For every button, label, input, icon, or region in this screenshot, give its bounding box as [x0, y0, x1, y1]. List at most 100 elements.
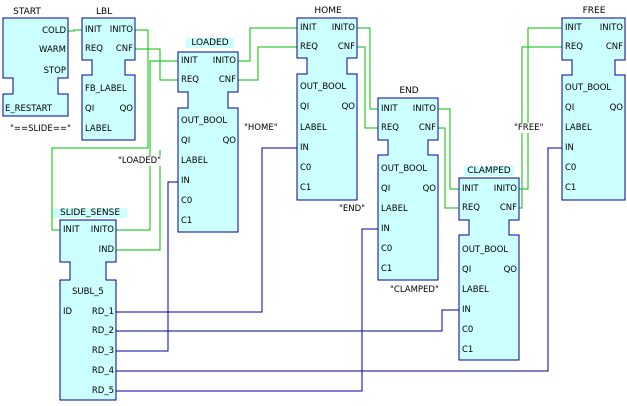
end-output-cnf[interactable]: CNF [418, 123, 436, 133]
clamped-type: OUT_BOOL [462, 245, 509, 255]
free-type: OUT_BOOL [565, 83, 612, 93]
clamped-input-req[interactable]: REQ [462, 203, 480, 213]
end-type: OUT_BOOL [381, 164, 428, 174]
home-title: HOME [314, 6, 342, 16]
clamped-input-label[interactable]: LABEL [462, 285, 489, 295]
wire-slide-inito-loaded-init [116, 60, 178, 231]
loaded-output-qo[interactable]: QO [222, 136, 236, 146]
free-input-qi[interactable]: QI [565, 103, 575, 113]
slide-sense-output-rd5[interactable]: RD_5 [91, 386, 114, 396]
lbl-block-body [81, 17, 136, 141]
slide-sense-title: SLIDE_SENSE [53, 208, 127, 218]
start-output-cold[interactable]: COLD [42, 26, 66, 36]
slide-sense-input-init[interactable]: INIT [63, 225, 80, 235]
home-input-init[interactable]: INIT [300, 23, 317, 33]
clamped-output-inito[interactable]: INITO [493, 184, 517, 194]
lbl-output-cnf[interactable]: CNF [115, 44, 133, 54]
end-input-c0[interactable]: C0 [381, 244, 393, 254]
lbl-output-qo[interactable]: QO [119, 104, 133, 114]
lbl-input-label[interactable]: LABEL [85, 124, 112, 134]
free-input-req[interactable]: REQ [565, 42, 583, 52]
lbl-input-qi[interactable]: QI [85, 104, 95, 114]
home-input-label[interactable]: LABEL [300, 123, 327, 133]
slide-sense-output-ind[interactable]: IND [98, 245, 114, 255]
home-block-body [296, 17, 358, 201]
slide-sense-input-id[interactable]: ID [63, 307, 73, 317]
wire-loaded-cnf-home-req [238, 46, 297, 81]
slide-sense-type: SUBL_5 [72, 287, 104, 297]
start-output-warm[interactable]: WARM [39, 45, 66, 55]
clamped-label-param: "CLAMPED" [390, 285, 439, 295]
home-output-qo[interactable]: QO [341, 102, 355, 112]
loaded-output-cnf[interactable]: CNF [218, 75, 236, 85]
free-output-qo[interactable]: QO [609, 103, 623, 113]
loaded-label-param: "LOADED" [118, 156, 162, 166]
end-output-qo[interactable]: QO [422, 184, 436, 194]
slide-sense-output-rd1[interactable]: RD_1 [91, 307, 114, 317]
slide-sense-output-rd3[interactable]: RD_3 [91, 346, 114, 356]
wire-lbl-cnf-loaded-req [135, 48, 178, 81]
loaded-input-req[interactable]: REQ [181, 75, 199, 85]
free-label-param: "FREE" [514, 123, 544, 133]
slide-sense-block-body [59, 219, 117, 401]
wire-home-cnf-end-req [357, 46, 378, 129]
free-input-c0[interactable]: C0 [565, 163, 577, 173]
lbl-output-inito[interactable]: INITO [109, 25, 133, 35]
clamped-input-qi[interactable]: QI [462, 265, 472, 275]
loaded-input-c0[interactable]: C0 [181, 196, 193, 206]
home-input-req[interactable]: REQ [300, 42, 318, 52]
wire-clamped-inito-free-init [519, 27, 562, 190]
slide-sense-output-rd4[interactable]: RD_4 [91, 366, 114, 376]
loaded-block-body [177, 51, 239, 233]
loaded-input-in[interactable]: IN [181, 176, 190, 186]
loaded-input-label[interactable]: LABEL [181, 156, 208, 166]
wire-rd4-free-in [116, 147, 562, 372]
end-output-inito[interactable]: INITO [412, 104, 436, 114]
wire-loaded-inito-home-init [238, 27, 297, 62]
wire-slide-ind-loaded-req [116, 150, 161, 251]
end-input-in[interactable]: IN [381, 224, 390, 234]
free-input-init[interactable]: INIT [565, 23, 582, 33]
lbl-input-init[interactable]: INIT [85, 25, 102, 35]
clamped-output-qo[interactable]: QO [503, 265, 517, 275]
end-input-label[interactable]: LABEL [381, 204, 408, 214]
clamped-input-in[interactable]: IN [462, 305, 471, 315]
free-output-cnf[interactable]: CNF [605, 42, 623, 52]
home-output-cnf[interactable]: CNF [337, 42, 355, 52]
slide-sense-output-rd2[interactable]: RD_2 [91, 326, 114, 336]
free-output-inito[interactable]: INITO [599, 23, 623, 33]
wire-rd5-end-in [116, 228, 378, 392]
end-input-init[interactable]: INIT [381, 104, 398, 114]
free-input-label[interactable]: LABEL [565, 123, 592, 133]
end-input-req[interactable]: REQ [381, 123, 399, 133]
end-input-c1[interactable]: C1 [381, 264, 393, 274]
home-output-inito[interactable]: INITO [331, 23, 355, 33]
lbl-input-req[interactable]: REQ [85, 44, 103, 54]
loaded-input-init[interactable]: INIT [181, 56, 198, 66]
wire-lbl-inito-slide-init [51, 29, 149, 231]
free-input-in[interactable]: IN [565, 143, 574, 153]
start-output-e-restart[interactable]: E_RESTART [5, 104, 53, 114]
loaded-input-c1[interactable]: C1 [181, 216, 193, 226]
home-type: OUT_BOOL [300, 82, 347, 92]
clamped-input-init[interactable]: INIT [462, 184, 479, 194]
home-input-c0[interactable]: C0 [300, 163, 312, 173]
clamped-input-c1[interactable]: C1 [462, 345, 474, 355]
home-input-qi[interactable]: QI [300, 102, 310, 112]
wire-end-cnf-clamped-req [438, 127, 459, 209]
wire-rd1-home-in [116, 147, 297, 313]
end-input-qi[interactable]: QI [381, 184, 391, 194]
slide-sense-output-inito[interactable]: INITO [90, 225, 114, 235]
home-input-in[interactable]: IN [300, 143, 309, 153]
lbl-label-param: "==SLIDE==" [10, 124, 71, 134]
lbl-title: LBL [96, 7, 113, 17]
clamped-output-cnf[interactable]: CNF [499, 203, 517, 213]
free-input-c1[interactable]: C1 [565, 183, 577, 193]
start-output-stop[interactable]: STOP [43, 66, 66, 76]
clamped-input-c0[interactable]: C0 [462, 325, 474, 335]
start-title: START [13, 7, 41, 17]
loaded-output-inito[interactable]: INITO [212, 56, 236, 66]
wire-start-cold-lbl-init [68, 29, 84, 32]
loaded-input-qi[interactable]: QI [181, 136, 191, 146]
home-input-c1[interactable]: C1 [300, 183, 312, 193]
